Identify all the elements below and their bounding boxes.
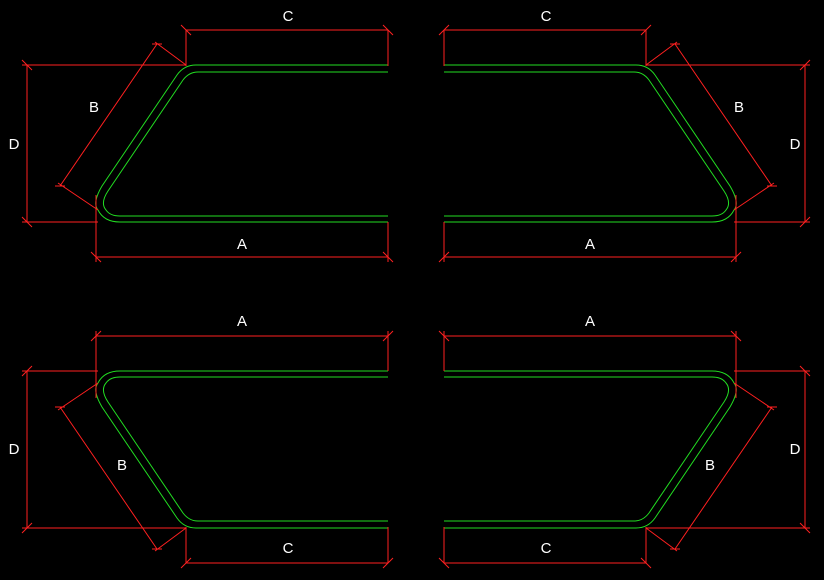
bar-outline-inner [444,71,730,217]
dimension-b-lines [645,41,777,211]
bar-outline-inner [444,376,730,522]
label-side: D [790,136,801,153]
dimension-c-lines [438,527,652,569]
label-top: C [541,8,552,25]
shape-bottom-left [21,330,394,569]
dimension-c-lines [438,24,652,66]
label-slope: B [89,99,99,116]
label-top: A [237,313,247,330]
label-side: D [9,441,20,458]
shape-bottom-right [438,330,811,569]
dimension-a-lines [438,195,742,263]
dimension-b-lines [55,41,187,211]
dimension-d-lines [21,59,186,228]
bar-outline-inner [102,71,388,217]
label-top: C [283,8,294,25]
label-slope: B [734,99,744,116]
dimension-d-lines [646,59,811,228]
label-bottom: C [541,540,552,557]
label-bottom: C [283,540,294,557]
label-bottom: A [237,236,247,253]
dimension-c-lines [180,527,394,569]
dimension-a-lines [438,330,742,398]
label-top: A [585,313,595,330]
shape-bottom-right-labels: A C D B [541,313,801,557]
label-slope: B [117,457,127,474]
label-bottom: A [585,236,595,253]
dimension-d-lines [646,365,811,534]
shape-bottom-left-labels: A C D B [9,313,294,557]
shape-top-left: C A D B [9,8,394,263]
label-slope: B [705,457,715,474]
dimension-c-lines [180,24,394,66]
dimension-b-lines [645,382,777,552]
dimension-a-lines [90,195,394,263]
shape-top-right-labels: C A D B [541,8,801,253]
dimension-a-lines [90,330,394,398]
dimension-b-lines [55,382,187,552]
label-side: D [790,441,801,458]
bar-outline-inner [102,376,388,522]
label-side: D [9,136,20,153]
dimension-d-lines [21,365,186,534]
shape-top-right [438,24,811,263]
